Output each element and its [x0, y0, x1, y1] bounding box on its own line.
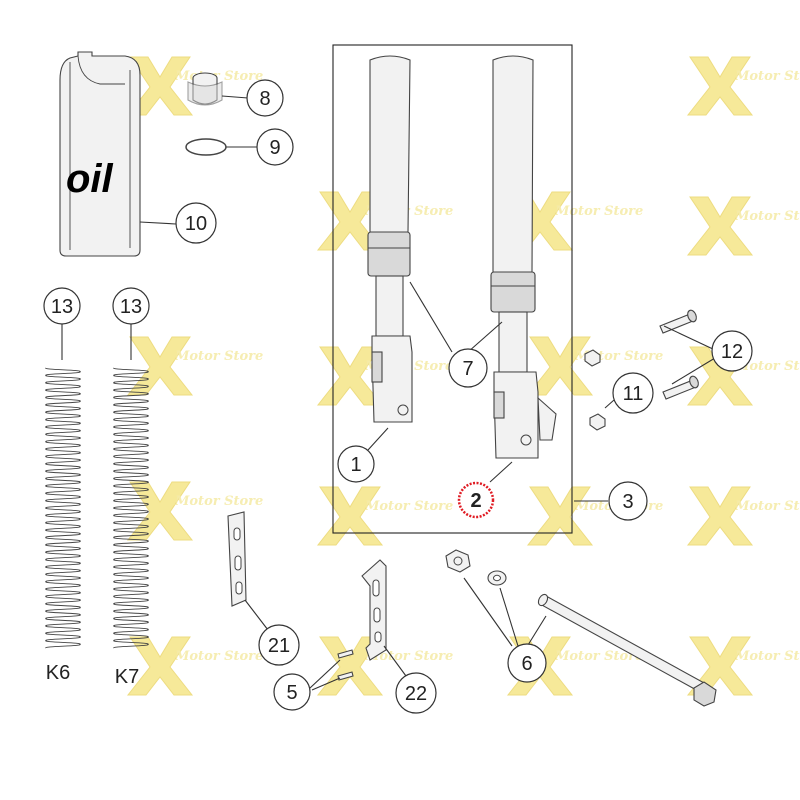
- spring-label-k7: K7: [115, 666, 139, 688]
- svg-text:1: 1: [350, 454, 361, 476]
- spring-k6: [45, 367, 81, 649]
- callout-9: 9: [256, 128, 294, 166]
- svg-text:Motor Store: Motor Store: [174, 649, 263, 664]
- bolt-part-12-lower: [662, 375, 699, 400]
- callout-8: 8: [246, 79, 284, 117]
- svg-text:3: 3: [622, 491, 633, 513]
- oil-bottle: oil: [59, 51, 141, 257]
- callout-21: 21: [258, 624, 300, 666]
- svg-text:Motor Store: Motor Store: [174, 69, 263, 84]
- fork-assembly-frame: [332, 44, 573, 534]
- callout-2-highlighted: 2: [457, 481, 495, 519]
- fork-leg-right-part-2: [490, 55, 557, 459]
- svg-text:10: 10: [185, 213, 207, 235]
- bushing-part-8: [187, 72, 223, 106]
- watermark-logo-6: Motor Store: [127, 336, 263, 396]
- watermark-logo-15: Motor Store: [317, 636, 453, 696]
- svg-text:8: 8: [259, 88, 270, 110]
- callout-12: 12: [711, 330, 753, 372]
- bolt-part-12-upper: [659, 309, 697, 334]
- svg-text:7: 7: [462, 358, 473, 380]
- svg-text:13: 13: [51, 296, 73, 318]
- callout-5: 5: [273, 673, 311, 711]
- svg-text:Motor Store: Motor Store: [554, 649, 643, 664]
- nut-part-11-lower: [589, 413, 606, 431]
- nut-part-11-upper: [584, 349, 601, 367]
- svg-text:Motor Store: Motor Store: [734, 499, 800, 514]
- svg-text:Motor Store: Motor Store: [734, 69, 800, 84]
- svg-text:5: 5: [286, 682, 297, 704]
- callout-13-k7: 13: [112, 287, 150, 325]
- watermark-logo-13: Motor Store: [687, 486, 800, 546]
- callout-10: 10: [175, 202, 217, 244]
- screw-part-5-upper: [337, 649, 354, 659]
- svg-text:6: 6: [521, 653, 532, 675]
- axle-nut-part-6: [445, 549, 471, 573]
- axle-washer-part-6: [487, 570, 507, 586]
- callout-6: 6: [507, 643, 547, 683]
- svg-text:Motor Store: Motor Store: [734, 209, 800, 224]
- watermark-logo-5: Motor Store: [687, 196, 800, 256]
- watermark-logo-2: Motor Store: [687, 56, 800, 116]
- watermark-logo-16: Motor Store: [507, 636, 643, 696]
- svg-text:Motor Store: Motor Store: [554, 204, 643, 219]
- watermark-logo-17: Motor Store: [687, 636, 800, 696]
- svg-text:Motor Store: Motor Store: [734, 649, 800, 664]
- o-ring-part-9: [185, 138, 227, 156]
- callout-1: 1: [337, 445, 375, 483]
- watermark-logo-14: Motor Store: [127, 636, 263, 696]
- watermark-logo-11: Motor Store: [317, 486, 453, 546]
- callout-7: 7: [448, 348, 488, 388]
- watermark-logo-9: Motor Store: [687, 346, 800, 406]
- svg-text:11: 11: [623, 383, 644, 405]
- bracket-part-21: [227, 511, 247, 607]
- callout-3: 3: [608, 481, 648, 521]
- svg-text:Motor Store: Motor Store: [364, 499, 453, 514]
- leader-lines: [61, 95, 716, 691]
- svg-text:Motor Store: Motor Store: [174, 349, 263, 364]
- callout-13-k6: 13: [43, 287, 81, 325]
- svg-text:21: 21: [268, 635, 290, 657]
- watermark-logo-4: Motor Store: [507, 191, 643, 251]
- svg-text:12: 12: [721, 341, 743, 363]
- callout-11: 11: [612, 372, 654, 414]
- callout-22: 22: [395, 672, 437, 714]
- svg-text:2: 2: [470, 490, 481, 512]
- wheel-axle: [537, 593, 717, 707]
- svg-text:9: 9: [269, 137, 280, 159]
- svg-text:Motor Store: Motor Store: [734, 359, 800, 374]
- svg-text:13: 13: [120, 296, 142, 318]
- spring-label-k6: K6: [46, 662, 70, 684]
- spring-k7: [113, 367, 149, 649]
- fork-leg-left-part-1: [367, 55, 413, 423]
- svg-text:Motor Store: Motor Store: [174, 494, 263, 509]
- bracket-part-22: [361, 559, 387, 661]
- oil-label: oil: [66, 157, 114, 201]
- watermark-logo-10: Motor Store: [127, 481, 263, 541]
- svg-text:22: 22: [405, 683, 427, 705]
- svg-text:Motor Store: Motor Store: [364, 649, 453, 664]
